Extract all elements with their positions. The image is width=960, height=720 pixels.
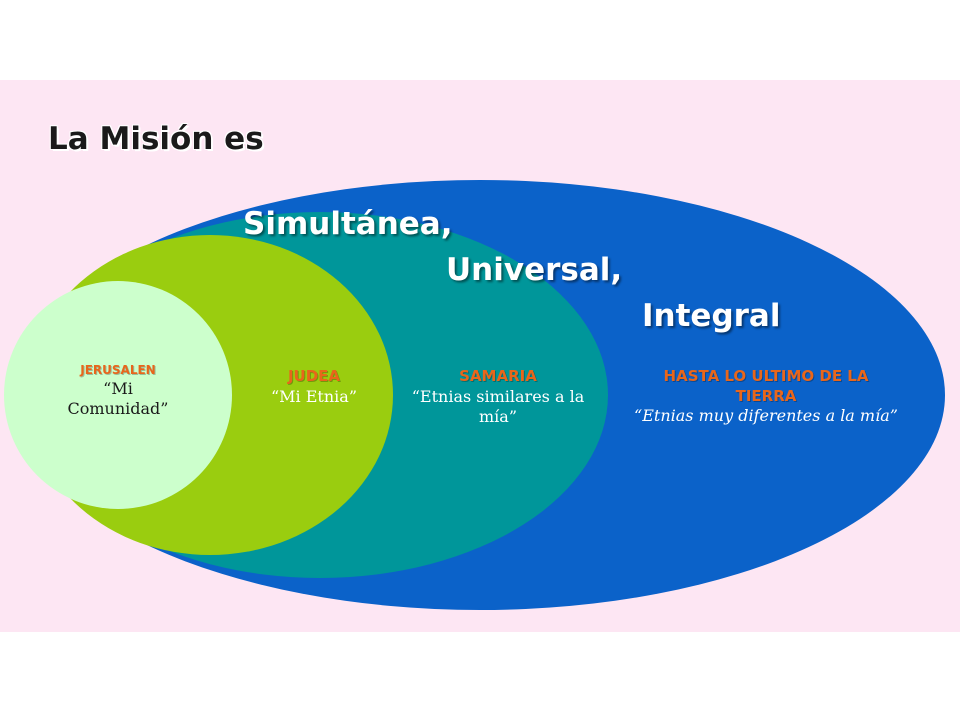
zone-samaria-name: SAMARIA xyxy=(459,367,537,385)
zone-fin-desc: “Etnias muy diferentes a la mía” xyxy=(634,406,898,425)
zone-judea-desc: “Mi Etnia” xyxy=(270,386,357,406)
page-title: La Misión es xyxy=(48,121,264,157)
quality-integral: Integral xyxy=(642,298,781,334)
zone-jerusalen-desc-line2: Comunidad” xyxy=(67,399,169,419)
zone-judea-name: JUDEA xyxy=(287,367,341,385)
zone-fin-name: HASTA LO ULTIMO DE LA TIERRA xyxy=(663,367,869,405)
zone-jerusalen: JERUSALEN “Mi Comunidad” xyxy=(48,363,188,420)
zone-fin-de-la-tierra: HASTA LO ULTIMO DE LA TIERRA “Etnias muy… xyxy=(632,367,900,427)
zone-samaria-desc: “Etnias similares a la mía” xyxy=(411,386,585,427)
quality-simultanea: Simultánea, xyxy=(243,206,453,242)
zone-judea: JUDEA “Mi Etnia” xyxy=(248,367,380,407)
zone-samaria: SAMARIA “Etnias similares a la mía” xyxy=(398,367,598,428)
zone-jerusalen-name: JERUSALEN xyxy=(80,363,156,377)
quality-universal: Universal, xyxy=(446,252,623,288)
zone-jerusalen-desc-line1: “Mi xyxy=(103,378,133,398)
circle-jerusalen xyxy=(4,281,232,509)
